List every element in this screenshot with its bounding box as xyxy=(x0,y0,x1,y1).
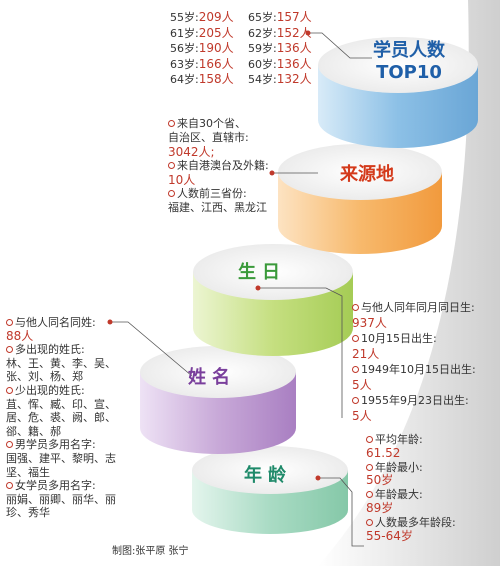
bullet-icon xyxy=(168,190,175,197)
background-curve xyxy=(318,0,500,566)
top10-row: 55岁:209人 65岁:157人 xyxy=(170,10,326,26)
top10-entry: 54岁:132人 xyxy=(248,72,312,87)
bullet-icon xyxy=(366,463,373,471)
top10-entry: 65岁:157人 xyxy=(248,10,312,24)
bullet-icon xyxy=(6,346,13,354)
top10-entry: 60岁:136人 xyxy=(248,56,312,71)
top10-title-line2: TOP10 xyxy=(376,62,442,83)
top10-entry: 64岁:158人 xyxy=(170,72,234,87)
bullet-icon xyxy=(366,436,373,443)
cylinder-source xyxy=(278,144,442,254)
top10-row: 61岁:205人 62岁:152人 xyxy=(170,26,326,42)
bullet-icon xyxy=(352,304,359,311)
cylinder-age xyxy=(192,446,348,534)
top10-row: 64岁:158人 54岁:132人 xyxy=(170,72,326,88)
bullet-icon xyxy=(6,386,13,394)
age-label: 年龄 xyxy=(244,464,292,486)
bullet-icon xyxy=(352,397,359,404)
top10-list: 55岁:209人 65岁:157人 61岁:205人 62岁:152人 56岁:… xyxy=(170,10,326,88)
top10-entry: 59岁:136人 xyxy=(248,41,312,56)
bullet-icon xyxy=(6,441,13,449)
top10-row: 56岁:190人 59岁:136人 xyxy=(170,41,326,57)
bullet-icon xyxy=(6,319,13,326)
bullet-icon xyxy=(352,366,359,373)
source-info: 来自30个省、 自治区、直辖市: 3042人; 来自港澳台及外籍: 10人 人数… xyxy=(168,117,269,214)
bullet-icon xyxy=(366,518,373,526)
cylinder-birthday xyxy=(193,244,353,356)
top10-row: 63岁:166人 60岁:136人 xyxy=(170,57,326,73)
connector-lines xyxy=(110,32,372,547)
top10-entry: 62岁:152人 xyxy=(248,25,312,40)
cylinder-name xyxy=(140,346,296,454)
bullet-icon xyxy=(168,162,175,169)
bullet-icon xyxy=(366,491,373,499)
connector-dots xyxy=(107,30,321,481)
top10-title-line1: 学员人数 xyxy=(373,39,446,61)
bullet-icon xyxy=(168,120,175,127)
top10-entry: 61岁:205人 xyxy=(170,25,234,40)
birthday-label: 生日 xyxy=(238,261,286,283)
top10-entry: 56岁:190人 xyxy=(170,41,234,56)
age-info: 平均年龄: 61.52 年龄最小: 50岁 年龄最大: 89岁 人数最多年龄段:… xyxy=(366,433,456,543)
top10-entry: 63岁:166人 xyxy=(170,56,234,71)
bullet-icon xyxy=(352,335,359,342)
credit-line: 制图:张平原 张宁 xyxy=(112,546,189,557)
source-label: 来源地 xyxy=(339,163,394,185)
cylinder-top10 xyxy=(318,37,478,148)
birthday-info: 与他人同年同月同日生: 937人 10月15日出生: 21人 1949年10月1… xyxy=(352,301,476,423)
bullet-icon xyxy=(6,482,13,490)
name-label: 姓名 xyxy=(188,366,236,388)
top10-entry: 55岁:209人 xyxy=(170,10,234,24)
name-info: 与他人同名同姓: 88人 多出现的姓氏: 林、王、黄、李、吴、 张、刘、杨、郑 … xyxy=(6,316,116,520)
